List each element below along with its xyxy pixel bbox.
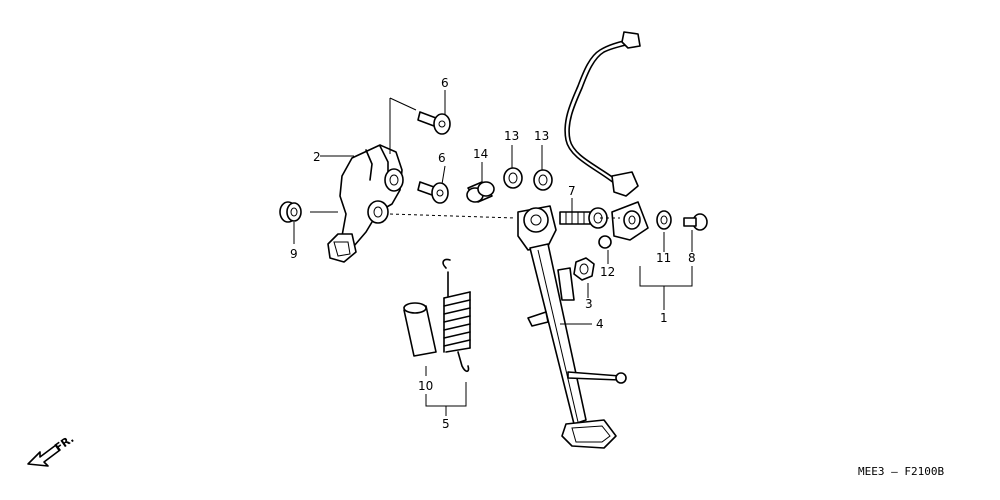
label-1: 1 [660,311,668,325]
label-13b: 13 [534,129,549,143]
grommet-part [279,201,302,223]
label-7: 7 [568,184,576,198]
leader-lines [293,90,693,416]
label-2: 2 [313,150,321,164]
collar-part [466,181,495,203]
label-14: 14 [473,147,488,161]
label-9: 9 [290,247,298,261]
pin-part [598,235,612,249]
alignment-line [389,213,516,219]
side-stand-part [517,205,627,449]
label-3: 3 [585,297,593,311]
bolt-part-upper [417,111,451,135]
spring-sleeve-part [403,302,437,357]
label-10: 10 [418,379,433,393]
spring-part [442,258,471,373]
label-12: 12 [600,265,615,279]
label-6b: 6 [438,151,446,165]
label-13a: 13 [504,129,519,143]
label-4: 4 [596,317,604,331]
washer-part-b [533,169,553,191]
diagram-code: MEE3 – F2100B [858,465,944,478]
label-11: 11 [656,251,671,265]
front-direction-arrow-icon [27,444,61,467]
washer-part-a [503,167,523,189]
pivot-bolt-part [559,207,608,229]
label-8: 8 [688,251,696,265]
bracket-part [327,144,404,263]
label-6a: 6 [441,76,449,90]
collar-part-small [656,210,672,230]
switch-part [564,31,649,241]
label-5: 5 [442,417,450,431]
nut-part [573,257,595,281]
screw-part [683,213,708,231]
bolt-part-lower [417,181,449,204]
